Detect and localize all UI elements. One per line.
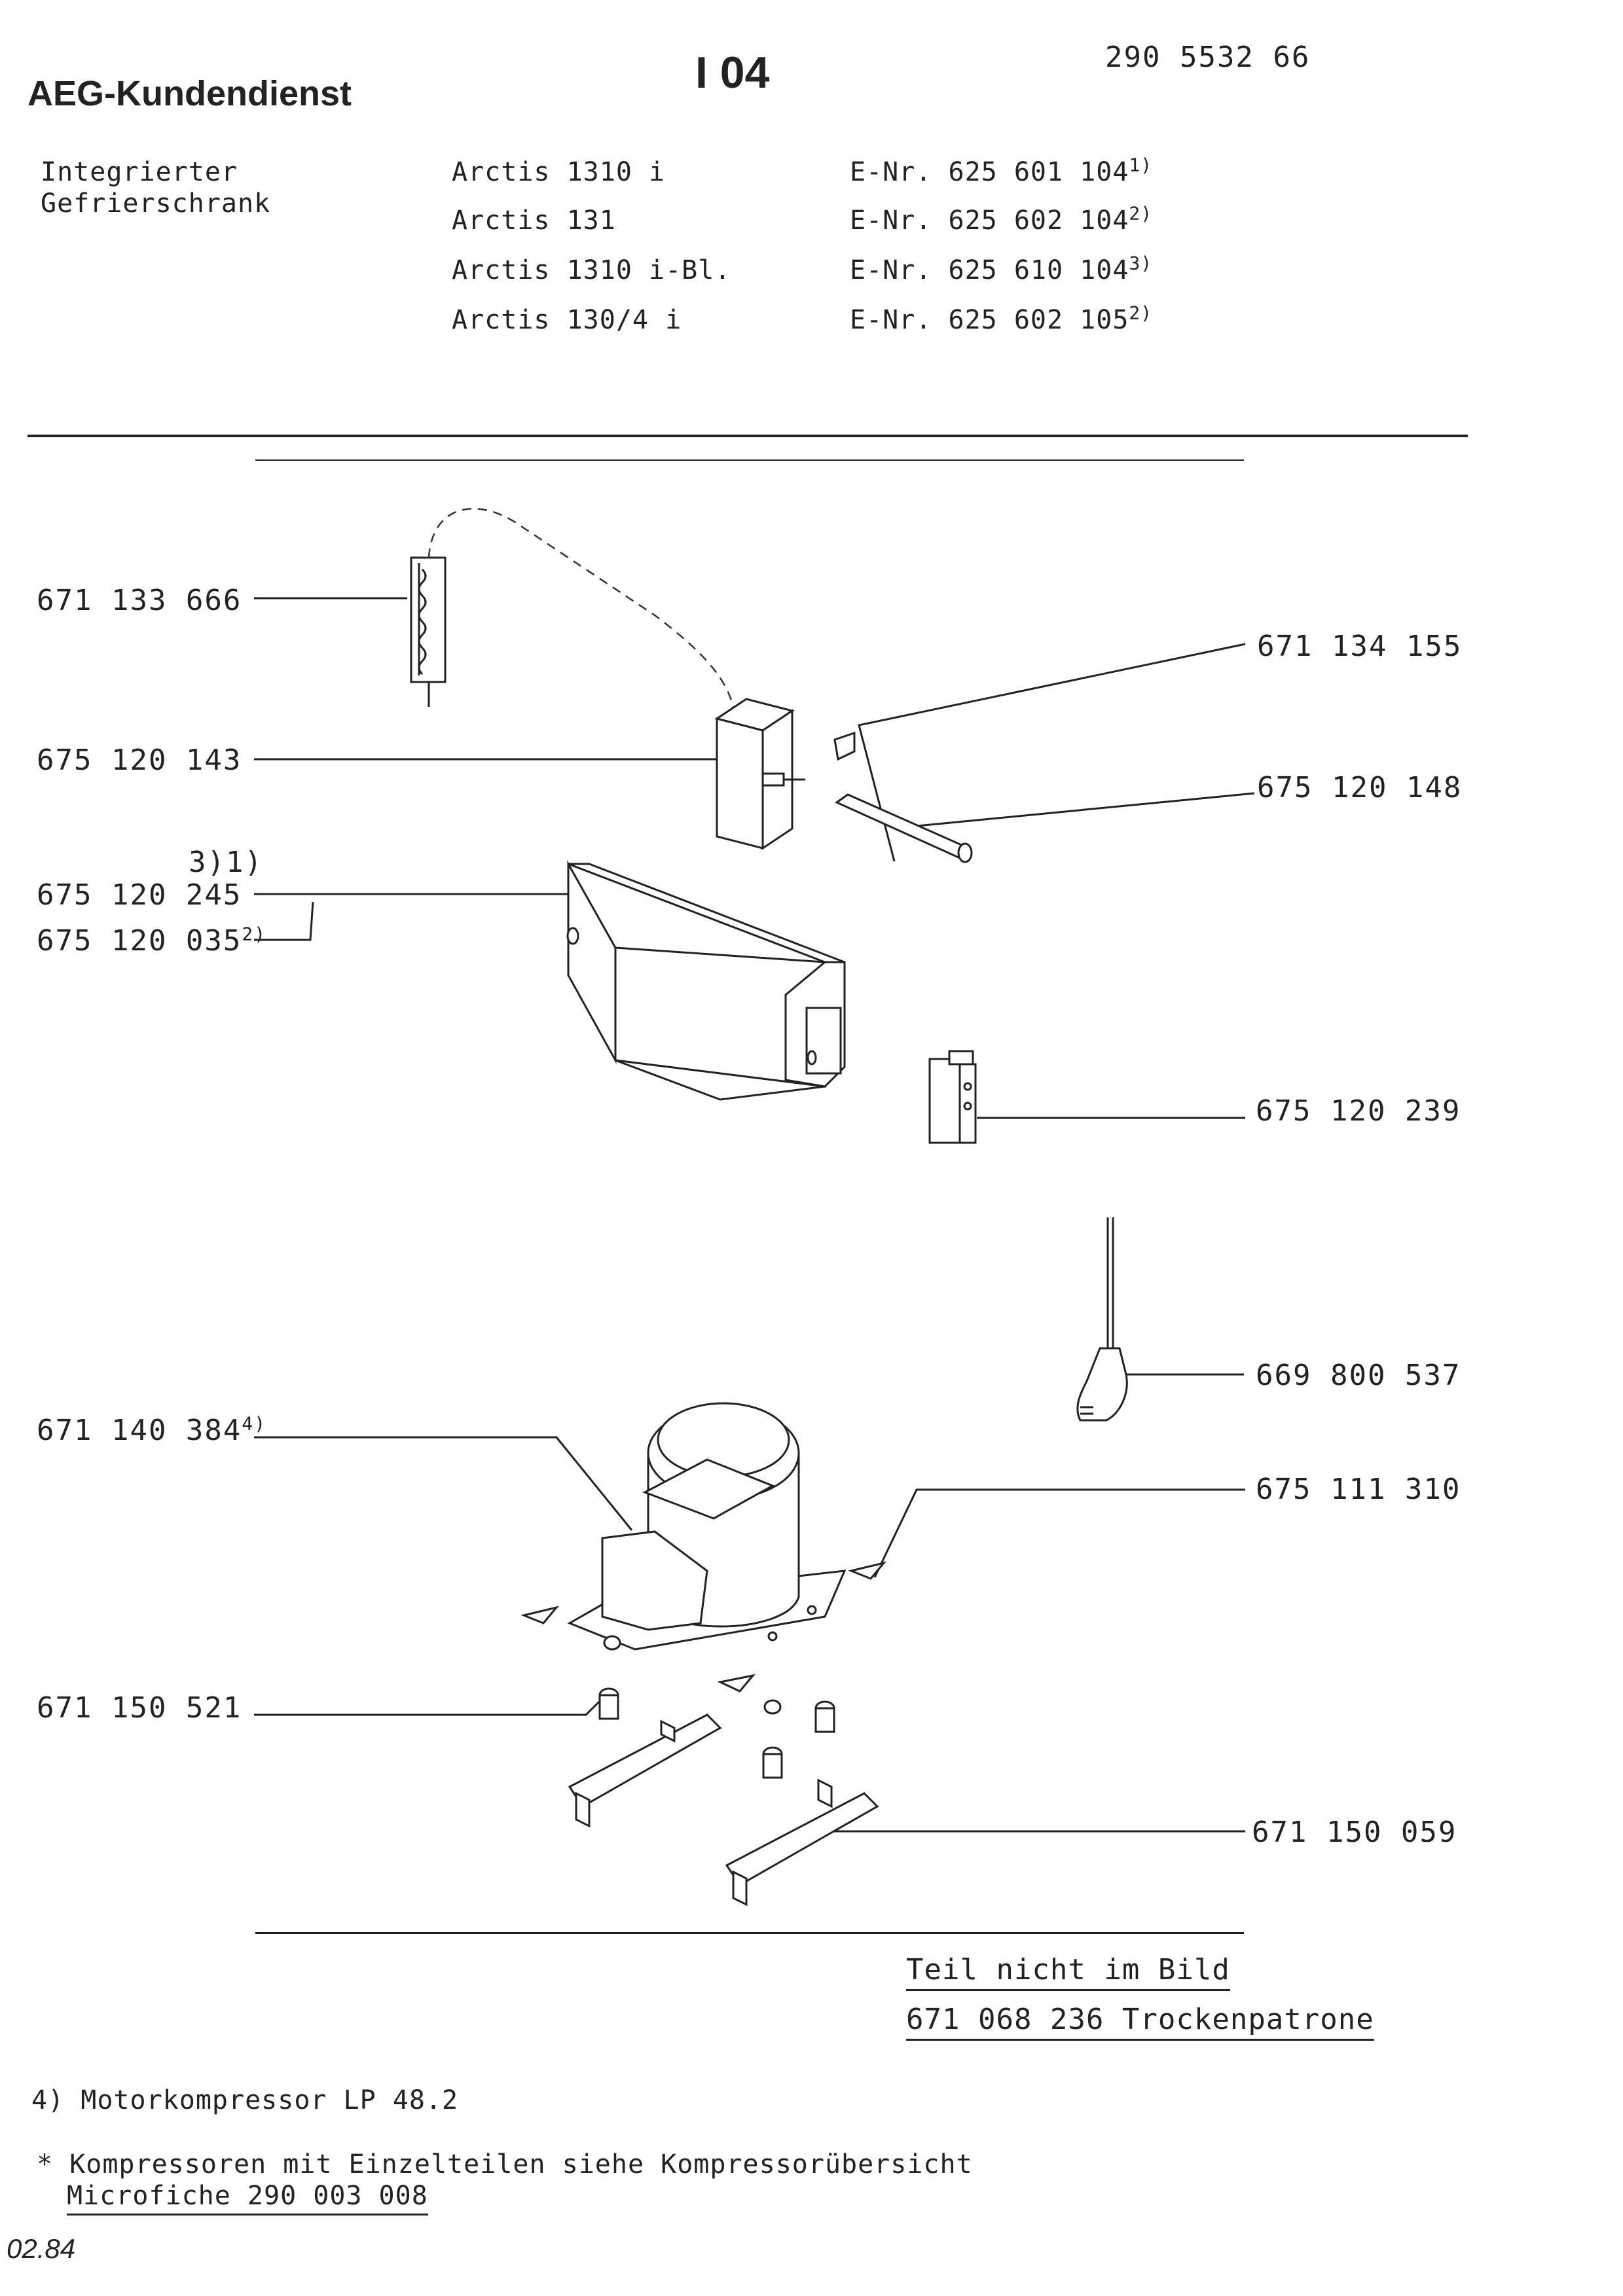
diagram-top-rule	[255, 459, 1244, 461]
model-name-4: Arctis 130/4 i	[452, 305, 682, 335]
power-cord-drawing	[1076, 1217, 1128, 1422]
not-pictured-heading: Teil nicht im Bild	[906, 1953, 1230, 1991]
part-label-671-133-666: 671 133 666	[37, 584, 242, 617]
switch-drawing	[928, 1050, 977, 1144]
model-name-1: Arctis 1310 i	[452, 157, 666, 187]
header-divider	[27, 435, 1468, 437]
part-label-671-150-059: 671 150 059	[1252, 1816, 1457, 1849]
part-label-669-800-537: 669 800 537	[1256, 1359, 1461, 1392]
thermostat-drawing	[714, 698, 805, 850]
part-label-675-120-035: 675 120 0352)	[37, 923, 267, 958]
document-number: 290 5532 66	[1105, 41, 1311, 74]
model-enr-4: E-Nr. 625 602 1052)	[850, 302, 1153, 335]
clip-drawing	[833, 731, 856, 761]
part-label-675-111-310: 675 111 310	[1256, 1473, 1461, 1506]
part-label-671-150-521: 671 150 521	[37, 1691, 242, 1725]
brand-name: AEG-Kundendienst	[27, 74, 352, 113]
document-date: 02.84	[7, 2233, 76, 2264]
footnote-4: 4) Motorkompressor LP 48.2	[31, 2085, 459, 2115]
product-type-line-2: Gefrierschrank	[41, 188, 271, 219]
model-name-2: Arctis 131	[452, 206, 616, 236]
part-label-671-140-384: 671 140 3844)	[37, 1412, 267, 1447]
model-name-3: Arctis 1310 i-Bl.	[452, 255, 731, 285]
mounting-rails-drawing	[568, 1713, 879, 1907]
part-note-675-120-245: 3)1)	[189, 846, 263, 879]
part-label-675-120-245: 675 120 245	[37, 878, 242, 912]
heater-element-drawing	[410, 556, 447, 707]
model-enr-1: E-Nr. 625 601 1041)	[850, 154, 1153, 187]
part-label-671-134-155: 671 134 155	[1257, 630, 1463, 663]
part-label-675-120-143: 675 120 143	[37, 744, 242, 777]
not-pictured-item: 671 068 236 Trockenpatrone	[906, 2003, 1374, 2041]
model-enr-3: E-Nr. 625 610 1043)	[850, 252, 1153, 285]
footnote-microfiche: Microfiche 290 003 008	[67, 2181, 428, 2215]
part-label-675-120-148: 675 120 148	[1257, 771, 1463, 804]
thermostat-housing-drawing	[566, 860, 846, 1101]
shaft-drawing	[834, 793, 973, 863]
part-label-675-120-239: 675 120 239	[1256, 1094, 1461, 1128]
model-enr-2: E-Nr. 625 602 1042)	[850, 202, 1153, 236]
footnote-compressor: * Kompressoren mit Einzelteilen siehe Ko…	[37, 2149, 973, 2179]
grommets-drawing	[598, 1635, 835, 1779]
product-type-line-1: Integrierter	[41, 157, 238, 187]
section-code: I 04	[695, 48, 770, 98]
compressor-drawing	[567, 1402, 847, 1651]
diagram-bottom-rule	[255, 1932, 1244, 1934]
small-clips-drawing	[520, 1561, 887, 1693]
